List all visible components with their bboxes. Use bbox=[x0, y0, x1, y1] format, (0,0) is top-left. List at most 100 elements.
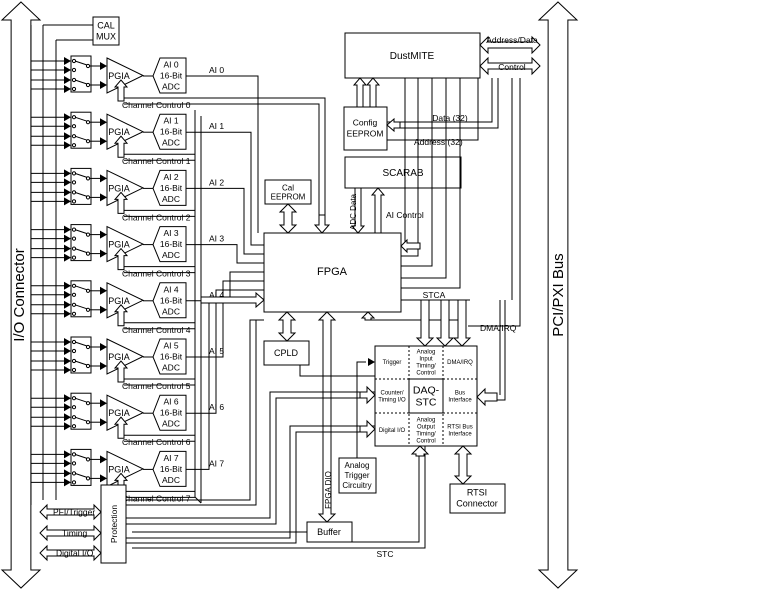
channel-0-switch-blade bbox=[74, 60, 88, 66]
fpga-stc-link bbox=[299, 365, 375, 377]
channel-1-arrow-icon bbox=[100, 137, 107, 146]
channel-5-control-arrow bbox=[113, 360, 129, 383]
dustmite-fpga-link bbox=[401, 78, 433, 267]
daq-stc-cell-label: Digital I/O bbox=[379, 428, 406, 434]
digital-io-arrow bbox=[359, 419, 376, 439]
scarab-label: SCARAB bbox=[382, 168, 423, 179]
control-bus-0b bbox=[195, 103, 320, 225]
channel-6-switch-contact-icon bbox=[71, 424, 77, 429]
timing-arrow bbox=[39, 524, 102, 542]
channel-3-switch-contact-icon bbox=[71, 255, 77, 260]
channel-4-control-label: Channel Control 4 bbox=[122, 325, 191, 335]
bus-interface-arrow bbox=[476, 387, 498, 407]
channel-4-arrow-icon bbox=[100, 305, 107, 314]
channel-6-input-arrow-icon bbox=[64, 413, 71, 422]
analog-trigger-label: Analog bbox=[345, 461, 370, 470]
channel-7-switch-contact-icon bbox=[85, 457, 91, 462]
channel-5-adc-box bbox=[152, 338, 187, 375]
daq-stc-input-arrow bbox=[435, 299, 455, 347]
channel-5-adc-label: 16-Bit bbox=[160, 351, 183, 361]
channel-5-input-arrow-icon bbox=[64, 366, 71, 374]
cal-mux-label: MUX bbox=[96, 32, 116, 42]
channel-0-arrow-icon bbox=[100, 81, 107, 89]
stca-label: STCA bbox=[423, 290, 446, 300]
adc-data-arrow bbox=[350, 187, 366, 234]
channel-6-arrow-icon bbox=[100, 399, 107, 408]
daq-stc-cell-label: Timing/ bbox=[416, 364, 436, 370]
rtsi-connector-label: RTSI bbox=[467, 488, 487, 498]
channel-4-switch-contact-icon bbox=[85, 288, 91, 293]
daq-stc-cell-label: Control bbox=[416, 371, 435, 377]
channel-4-input-arrow-icon bbox=[64, 309, 71, 318]
daq-stc-core bbox=[408, 378, 444, 414]
channel-3-adc-box bbox=[152, 226, 187, 263]
channel-1-control-label: Channel Control 1 bbox=[122, 156, 191, 166]
cal-eeprom-fpga-arrow bbox=[278, 203, 298, 234]
channel-7-pgia-label: PGIA bbox=[108, 464, 130, 474]
dustmite-box bbox=[344, 32, 481, 79]
dma-irq-label: DMA/IRQ bbox=[480, 323, 517, 333]
channel-1-input-arrow-icon bbox=[64, 141, 71, 150]
channel-1-switch-contact-icon bbox=[85, 139, 91, 144]
channel-0-ai-signal bbox=[186, 75, 259, 233]
dustmite-fpga-link bbox=[401, 78, 419, 257]
channel-1-switch-contact-icon bbox=[85, 120, 91, 125]
channel-2-ai-label: AI 2 bbox=[209, 177, 224, 187]
channel-1-switch-blade bbox=[74, 135, 88, 141]
data32-label: Data (32) bbox=[432, 113, 468, 123]
channel-6-control-label: Channel Control 6 bbox=[122, 437, 191, 447]
stc-line-inner bbox=[352, 456, 420, 543]
daq-stc-cell-label: DMA/IRQ bbox=[447, 360, 473, 366]
rtsi-arrow bbox=[453, 445, 473, 485]
scarab-box bbox=[344, 156, 462, 189]
channel-3-ai-signal bbox=[186, 244, 264, 264]
pci-pxi-bus-label: PCI/PXI Bus bbox=[550, 253, 567, 336]
channel-1-switch-contact-icon bbox=[71, 124, 77, 129]
channel-7-input-arrow-icon bbox=[64, 469, 71, 478]
daq-stc-cell-label: Control bbox=[416, 439, 435, 445]
channel-2-adc-label: ADC bbox=[162, 194, 180, 204]
digital-io-label: Digital I/O bbox=[56, 548, 94, 558]
channel-6-switch-blade bbox=[74, 397, 88, 403]
channel-2-input-arrow-icon bbox=[64, 178, 71, 187]
protection-box bbox=[100, 484, 127, 564]
daq-stc-input-arrow bbox=[415, 299, 435, 347]
channel-4-switch-contact-icon bbox=[71, 292, 77, 297]
trigger-arrow-icon bbox=[368, 358, 375, 366]
channel-6-ai-signal bbox=[186, 289, 264, 414]
channel-0-switch-contact-icon bbox=[71, 86, 77, 92]
pci-pxi-bus bbox=[537, 1, 579, 589]
channel-5-switch-contact-icon bbox=[71, 348, 77, 354]
data32-bus-bot bbox=[392, 78, 499, 129]
channel-2-switch-blade bbox=[74, 172, 88, 178]
analog-trigger-label: Trigger bbox=[344, 471, 369, 480]
channel-1-ai-signal bbox=[186, 131, 264, 246]
channel-0-switch-contact-icon bbox=[85, 63, 91, 69]
channel-5-adc-label: AI 5 bbox=[163, 340, 178, 350]
channel-2-adc-label: 16-Bit bbox=[160, 183, 183, 193]
channel-0-adc-label: 16-Bit bbox=[160, 70, 183, 80]
daq-stc-label: DAQ- bbox=[413, 385, 440, 397]
stc-line bbox=[132, 446, 426, 549]
pfi-line bbox=[126, 319, 264, 501]
channel-7-switch-blade bbox=[74, 453, 88, 459]
bus-interface-line bbox=[488, 300, 506, 401]
channel-5-input-arrow-icon bbox=[64, 338, 71, 346]
channel-3-input-arrow-icon bbox=[64, 253, 71, 262]
fpga-dio-label: FPGA DIO bbox=[324, 471, 333, 509]
channel-5-arrow-icon bbox=[100, 343, 107, 351]
channel-7-ai-label: AI 7 bbox=[209, 458, 224, 468]
timing-line bbox=[126, 391, 375, 519]
channel-2-switch-contact-icon bbox=[85, 195, 91, 200]
dma-irq-line bbox=[468, 78, 521, 327]
timing-label: Timing bbox=[62, 528, 87, 538]
channel-5-ai-label: AI 5 bbox=[209, 346, 224, 356]
channel-3-switch-blade bbox=[74, 248, 88, 254]
rtsi-connector-box bbox=[449, 483, 506, 514]
channel-1-switch-contact-icon bbox=[71, 143, 77, 148]
config-to-dustmite-arrow bbox=[352, 77, 368, 108]
channel-1-switch-blade bbox=[74, 116, 88, 122]
channel-2-adc-label: AI 2 bbox=[163, 172, 178, 182]
channel-3-input-arrow-icon bbox=[64, 244, 71, 253]
channel-2-ai-signal bbox=[186, 187, 264, 255]
